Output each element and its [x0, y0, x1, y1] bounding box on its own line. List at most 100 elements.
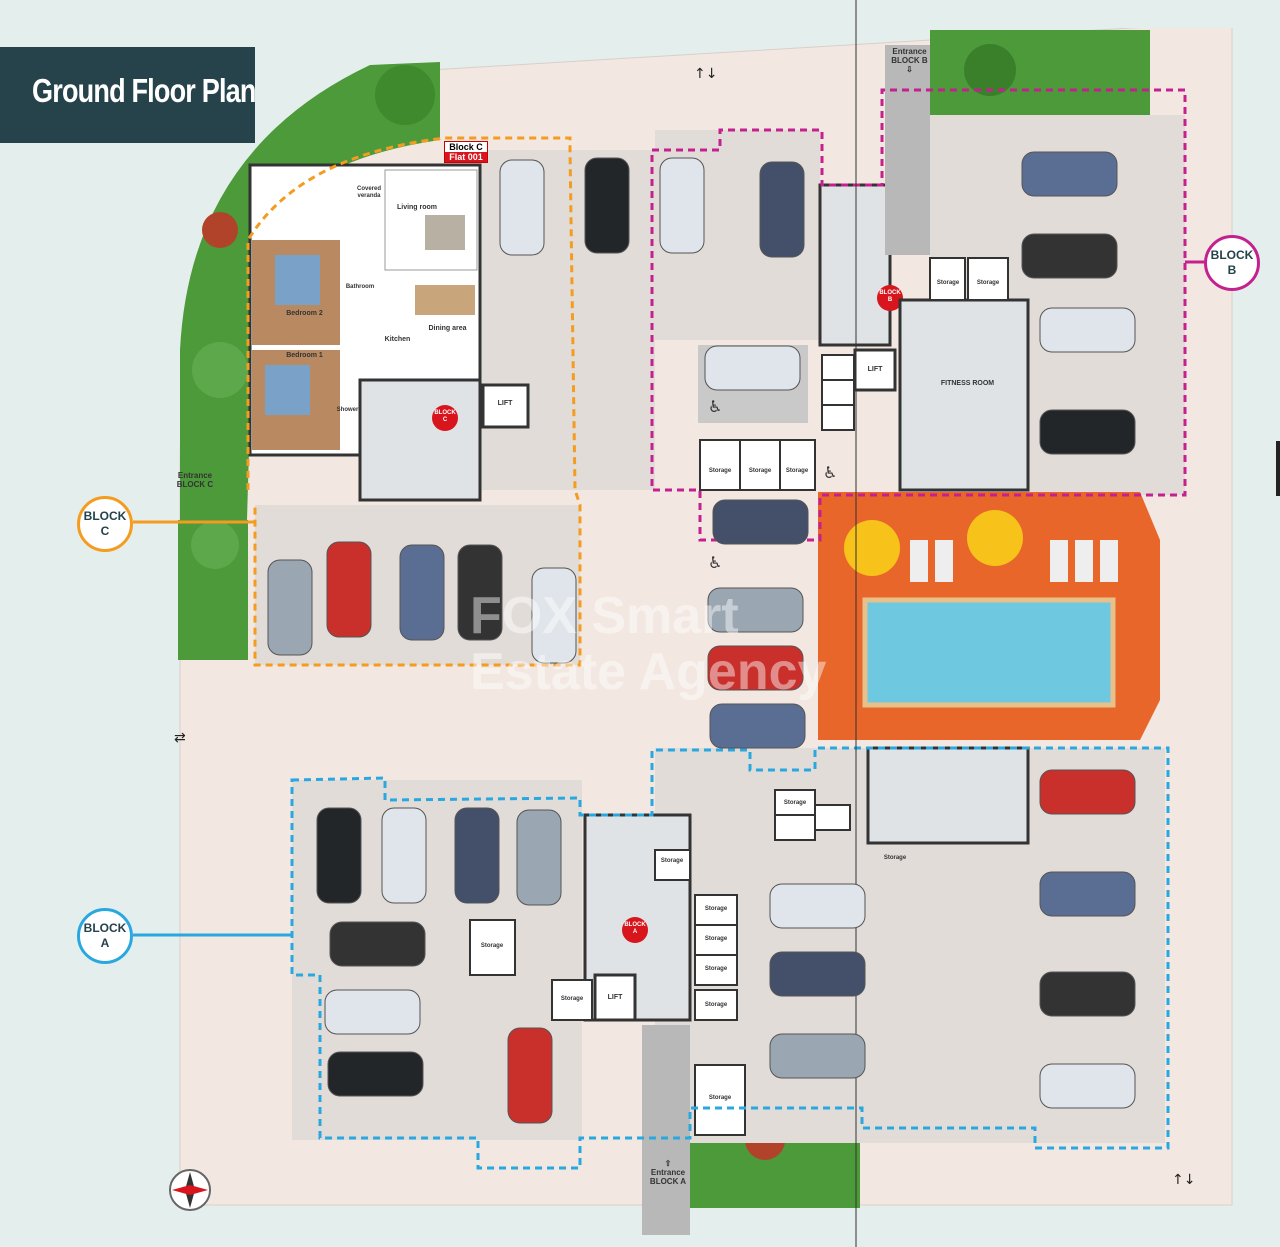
storage-label: Storage — [936, 280, 960, 286]
parked-car — [759, 161, 805, 258]
parked-car — [1039, 971, 1136, 1017]
block-a-badge-line2: A — [100, 936, 110, 950]
core-block-b — [818, 45, 930, 392]
storage-label: Storage — [708, 1095, 732, 1101]
parked-car — [707, 587, 804, 633]
fitness-room — [898, 298, 1030, 492]
core-label-c: BLOCK C — [434, 410, 456, 423]
storage-label: Storage — [660, 858, 684, 864]
core-block-c — [358, 378, 530, 502]
wheelchair-icon: ♿ — [823, 463, 837, 482]
parked-car — [1039, 409, 1136, 455]
entrance-arrow-icon: ⇩ — [906, 64, 913, 74]
block-a-badge-line1: BLOCK — [83, 921, 127, 935]
storage-label: Storage — [704, 906, 728, 912]
entrance-block-b: Entrance BLOCK B ⇩ — [887, 47, 932, 74]
entrance-b-line1: Entrance — [892, 47, 927, 56]
entrance-b-line2: BLOCK B — [891, 55, 928, 65]
storage-label: Storage — [748, 468, 772, 474]
storage-label: Storage — [883, 855, 907, 861]
entrance-block-c: Entrance BLOCK C — [175, 471, 215, 490]
lift-label-b: LIFT — [867, 366, 883, 373]
room-living: Living room — [396, 204, 438, 211]
parked-car — [659, 157, 705, 254]
lift-label-a: LIFT — [607, 994, 623, 1001]
block-a-boundary — [290, 746, 1170, 1170]
page-title: Ground Floor Plan — [32, 72, 256, 109]
parked-car — [1021, 151, 1118, 197]
parked-car — [499, 159, 545, 256]
entrance-a-line1: Entrance — [650, 1167, 686, 1177]
storage-label: Storage — [704, 1002, 728, 1008]
parked-car — [707, 645, 804, 691]
fitness-room-label: FITNESS ROOM — [940, 380, 995, 387]
parked-car — [507, 1027, 553, 1124]
parked-car — [1039, 769, 1136, 815]
flat-tag: Block C Flat 001 — [444, 141, 488, 163]
umbrella-icon — [967, 510, 1023, 566]
wheelchair-icon: ♿ — [708, 553, 722, 572]
two-way-arrow-icon: ↑↓ — [694, 66, 717, 82]
parked-car — [324, 989, 421, 1035]
block-c-badge: BLOCK C — [77, 496, 133, 552]
parked-car — [457, 544, 503, 641]
block-c-boundary — [246, 136, 582, 667]
parked-car — [327, 1051, 424, 1097]
block-b-boundary — [650, 88, 1187, 542]
parked-cars — [267, 151, 1136, 1124]
block-c-badge-line2: C — [100, 524, 110, 538]
parked-car — [399, 544, 445, 641]
lift-label-c: LIFT — [497, 400, 513, 407]
block-c-badge-line1: BLOCK — [83, 509, 127, 523]
room-bedroom1: Bedroom 1 — [286, 352, 323, 359]
title-banner — [0, 47, 255, 143]
parked-car — [516, 809, 562, 906]
storage-label: Storage — [480, 943, 504, 949]
parked-car — [454, 807, 500, 904]
parked-car — [1039, 871, 1136, 917]
parked-car — [584, 157, 630, 254]
parked-car — [326, 541, 372, 638]
parked-car — [709, 703, 806, 749]
room-veranda: Covered veranda — [356, 186, 381, 199]
parked-car — [769, 1033, 866, 1079]
block-b-badge-line1: BLOCK — [1210, 248, 1254, 262]
storage-label: Storage — [783, 800, 807, 806]
two-way-arrow-icon: ⇄ — [174, 730, 186, 746]
parked-car — [1039, 307, 1136, 353]
parked-car — [316, 807, 362, 904]
entrance-a-line2: BLOCK A — [649, 1176, 687, 1186]
flat-tag-number: Flat 001 — [445, 152, 487, 162]
core-label-a: BLOCK A — [624, 922, 646, 935]
parked-car — [1039, 1063, 1136, 1109]
parked-car — [704, 345, 801, 391]
parked-car — [329, 921, 426, 967]
garden-west — [180, 62, 440, 590]
parked-car — [267, 559, 313, 656]
storage-label: Storage — [785, 468, 809, 474]
pool-water — [862, 597, 1116, 708]
parked-car — [712, 499, 809, 545]
flat-tag-block: Block C — [449, 142, 483, 152]
two-way-arrow-icon: ↑↓ — [1172, 1172, 1195, 1188]
storage-label: Storage — [704, 936, 728, 942]
block-b-badge: BLOCK B — [1204, 235, 1260, 291]
parked-car — [769, 883, 866, 929]
parked-car — [531, 567, 577, 664]
room-shower: Shower — [336, 407, 359, 413]
compass-icon — [169, 1169, 211, 1211]
storage-label: Storage — [976, 280, 1000, 286]
core-label-b: BLOCK B — [879, 290, 901, 303]
wheelchair-icon: ♿ — [708, 397, 722, 416]
room-bedroom2: Bedroom 2 — [286, 310, 323, 317]
room-bathroom: Bathroom — [345, 284, 375, 290]
entrance-block-a: ⇧ Entrance BLOCK A — [643, 1159, 693, 1186]
storage-label: Storage — [708, 468, 732, 474]
entrance-arrow-icon: ⇧ — [664, 1159, 672, 1168]
umbrella-icon — [844, 520, 900, 576]
entrance-c-line2: BLOCK C — [176, 479, 214, 489]
page-edge-marker — [1276, 441, 1280, 496]
block-a-badge: BLOCK A — [77, 908, 133, 964]
garden-north — [930, 30, 1150, 118]
